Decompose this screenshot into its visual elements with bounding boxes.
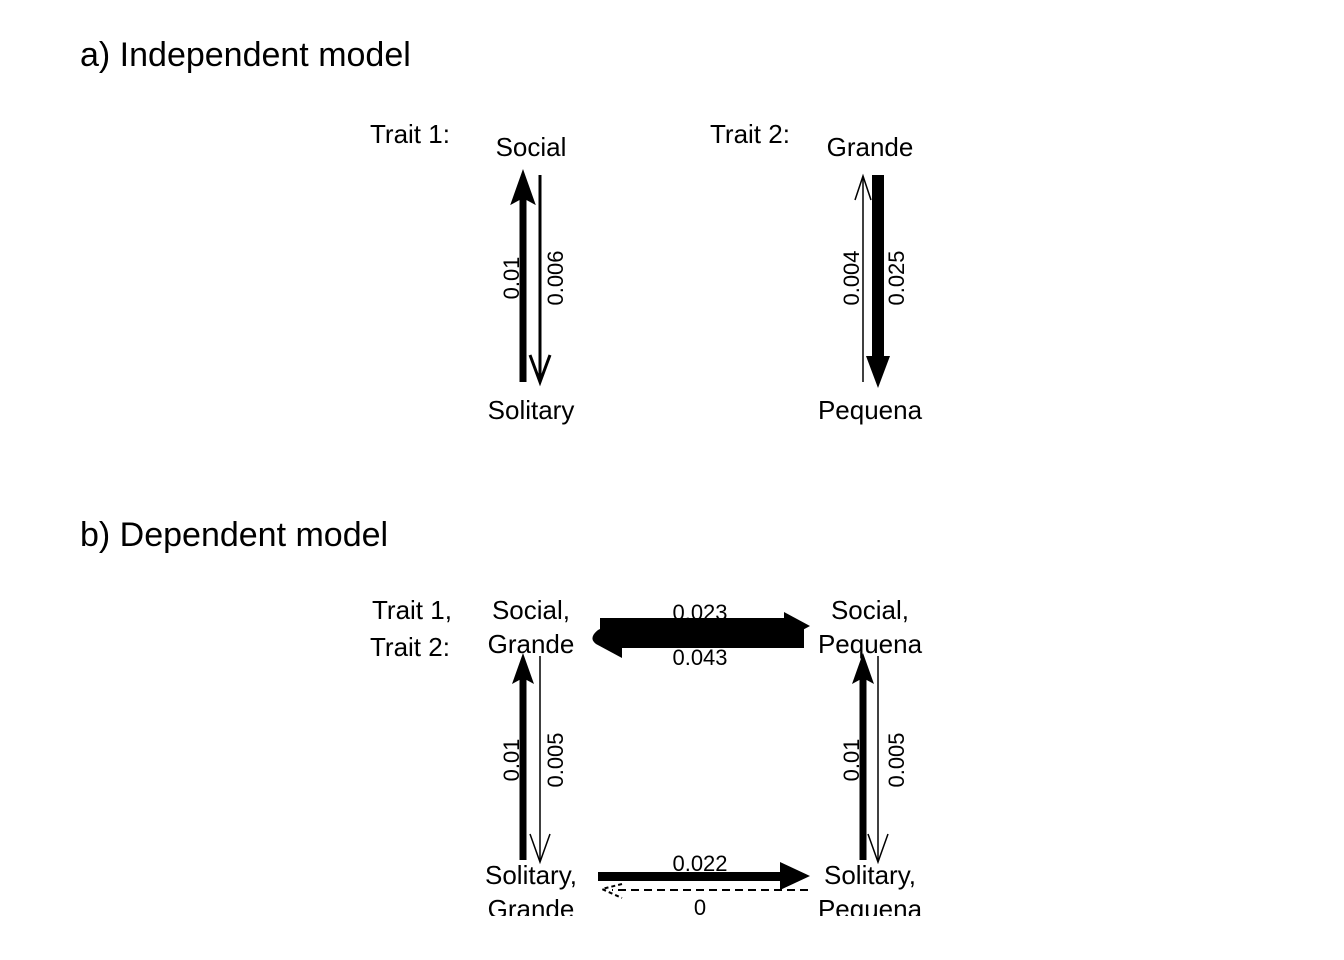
node-social-pequena-line1: Social, [831, 595, 909, 625]
rate-label-right-up: 0.01 [839, 739, 864, 782]
arrow-solitary-pequena-to-social-pequena [852, 653, 874, 860]
trait2-label: Trait 2: [710, 119, 790, 149]
rate-label-grande-up: 0.004 [839, 250, 864, 305]
node-solitary-pequena-line1: Solitary, [824, 860, 916, 890]
arrow-pequena-to-grande [854, 173, 872, 382]
trait1-label: Trait 1: [370, 119, 450, 149]
arrow-social-pequena-to-social-grande [592, 618, 804, 658]
arrow-social-grande-to-solitary-grande [529, 656, 551, 865]
arrow-solitary-grande-to-social-grande [512, 653, 534, 860]
arrow-grande-to-pequena [866, 175, 890, 388]
node-solitary: Solitary [488, 395, 575, 425]
arrow-social-to-solitary [528, 175, 552, 387]
arrow-solitary-pequena-to-solitary-grande [598, 883, 808, 899]
rate-label-social-down: 0.006 [543, 250, 568, 305]
rate-label-top-forward: 0.023 [672, 600, 727, 625]
node-social: Social [496, 132, 567, 162]
node-grande: Grande [827, 132, 914, 162]
corner-label-trait2: Trait 2: [370, 632, 450, 662]
panel-b-title: b) Dependent model [80, 516, 388, 554]
rate-label-social-up: 0.01 [499, 257, 524, 300]
node-social-grande-line2: Grande [488, 629, 575, 659]
node-solitary-grande-line1: Solitary, [485, 860, 577, 890]
rate-label-left-down: 0.005 [543, 732, 568, 787]
arrow-solitary-grande-to-solitary-pequena [598, 862, 810, 890]
rate-label-bottom-forward: 0.022 [672, 851, 727, 876]
rate-label-right-down: 0.005 [884, 732, 909, 787]
clip-mask [460, 916, 960, 936]
rate-label-left-up: 0.01 [499, 739, 524, 782]
rate-label-bottom-backward: 0 [694, 895, 706, 920]
panel-a-title: a) Independent model [80, 36, 411, 74]
node-social-grande-line1: Social, [492, 595, 570, 625]
arrow-solitary-to-social [510, 169, 536, 382]
corner-label-trait1: Trait 1, [372, 595, 452, 625]
node-pequena: Pequena [818, 395, 923, 425]
rate-label-top-backward: 0.043 [672, 645, 727, 670]
arrow-social-pequena-to-solitary-pequena [867, 656, 889, 865]
rate-label-grande-down: 0.025 [884, 250, 909, 305]
node-social-pequena-line2: Pequena [818, 629, 923, 659]
